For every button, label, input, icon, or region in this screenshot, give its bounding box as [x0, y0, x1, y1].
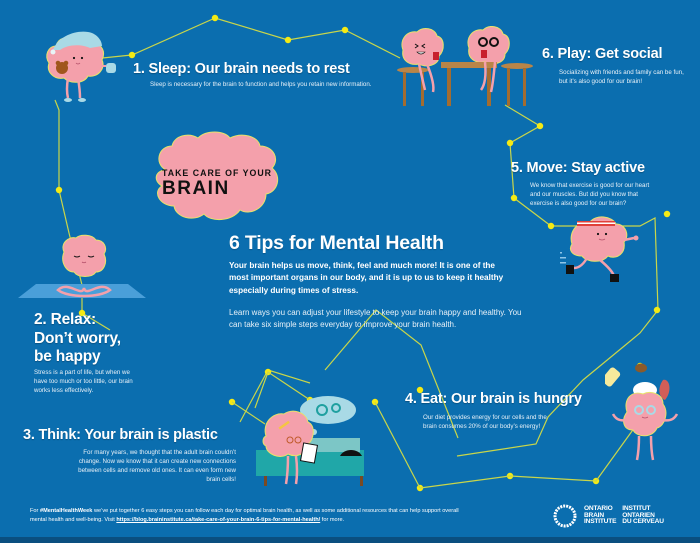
brain-badge-shape: [155, 131, 279, 220]
thinking-brain-illustration: [256, 396, 364, 486]
tip-2-title-line3: be happy: [34, 348, 101, 365]
logo-ring-icon: [553, 504, 577, 528]
running-brain-illustration: [560, 216, 639, 282]
tip-3-title: 3. Think: Your brain is plastic: [23, 427, 218, 443]
logo-fr-line1: INSTITUT: [622, 504, 651, 512]
footer-text: For #MentalHealthWeek we’ve put together…: [30, 507, 460, 526]
tip-1-title: 1. Sleep: Our brain needs to rest: [133, 61, 350, 77]
tip-4-body: Our diet provides energy for our cells a…: [423, 414, 547, 430]
meditating-brain-illustration: [18, 234, 146, 298]
badge-line2: BRAIN: [162, 178, 230, 199]
tip-3-body: For many years, we thought that the adul…: [78, 449, 236, 483]
page-title: 6 Tips for Mental Health: [229, 232, 444, 254]
blog-link[interactable]: https://blog.braininstitute.ca/take-care…: [116, 517, 321, 524]
social-brains-illustration: [397, 26, 533, 106]
intro-bold-text: Your brain helps us move, think, feel an…: [229, 261, 504, 295]
logo-english: ONTARIO BRAIN INSTITUTE: [584, 504, 617, 526]
intro-regular-text: Learn ways you can adjust your lifestyle…: [229, 308, 522, 329]
tip-2-title-line1: 2. Relax:: [34, 311, 96, 328]
logo-fr-line3: DU CERVEAU: [622, 518, 664, 526]
tip-2-title: 2. Relax: Don’t worry, be happy: [34, 311, 121, 367]
footer-mid: we’ve put together 6 easy steps you can …: [30, 508, 459, 524]
tip-1-body: Sleep is necessary for the brain to func…: [150, 81, 372, 88]
logo-en-line2: BRAIN: [584, 511, 604, 519]
bottom-strip: [0, 537, 700, 543]
logo-fr-line2: ONTARIEN: [622, 511, 655, 519]
ontario-brain-institute-logo: ONTARIO BRAIN INSTITUTE INSTITUT ONTARIE…: [552, 503, 664, 529]
footer-post: for more.: [320, 517, 345, 524]
logo-en-line3: INSTITUTE: [584, 518, 617, 526]
badge-line1: TAKE CARE OF YOUR: [162, 168, 273, 178]
tip-6-title: 6. Play: Get social: [542, 46, 663, 62]
logo-french: INSTITUT ONTARIEN DU CERVEAU: [622, 504, 664, 526]
hashtag: #MentalHealthWeek: [39, 508, 93, 514]
chef-brain-illustration: [605, 363, 679, 461]
tip-2-title-line2: Don’t worry,: [34, 329, 121, 347]
footer-pre: For: [30, 508, 40, 514]
tip-5-body: We know that exercise is good for our he…: [530, 182, 650, 207]
logo-en-line1: ONTARIO: [584, 504, 613, 512]
sleeping-brain-illustration: [46, 31, 116, 102]
tip-5-title: 5. Move: Stay active: [511, 160, 645, 176]
tip-6-body: Socializing with friends and family can …: [559, 69, 684, 85]
tip-4-title: 4. Eat: Our brain is hungry: [405, 391, 582, 407]
tip-2-body: Stress is a part of life, but when we ha…: [34, 369, 133, 394]
